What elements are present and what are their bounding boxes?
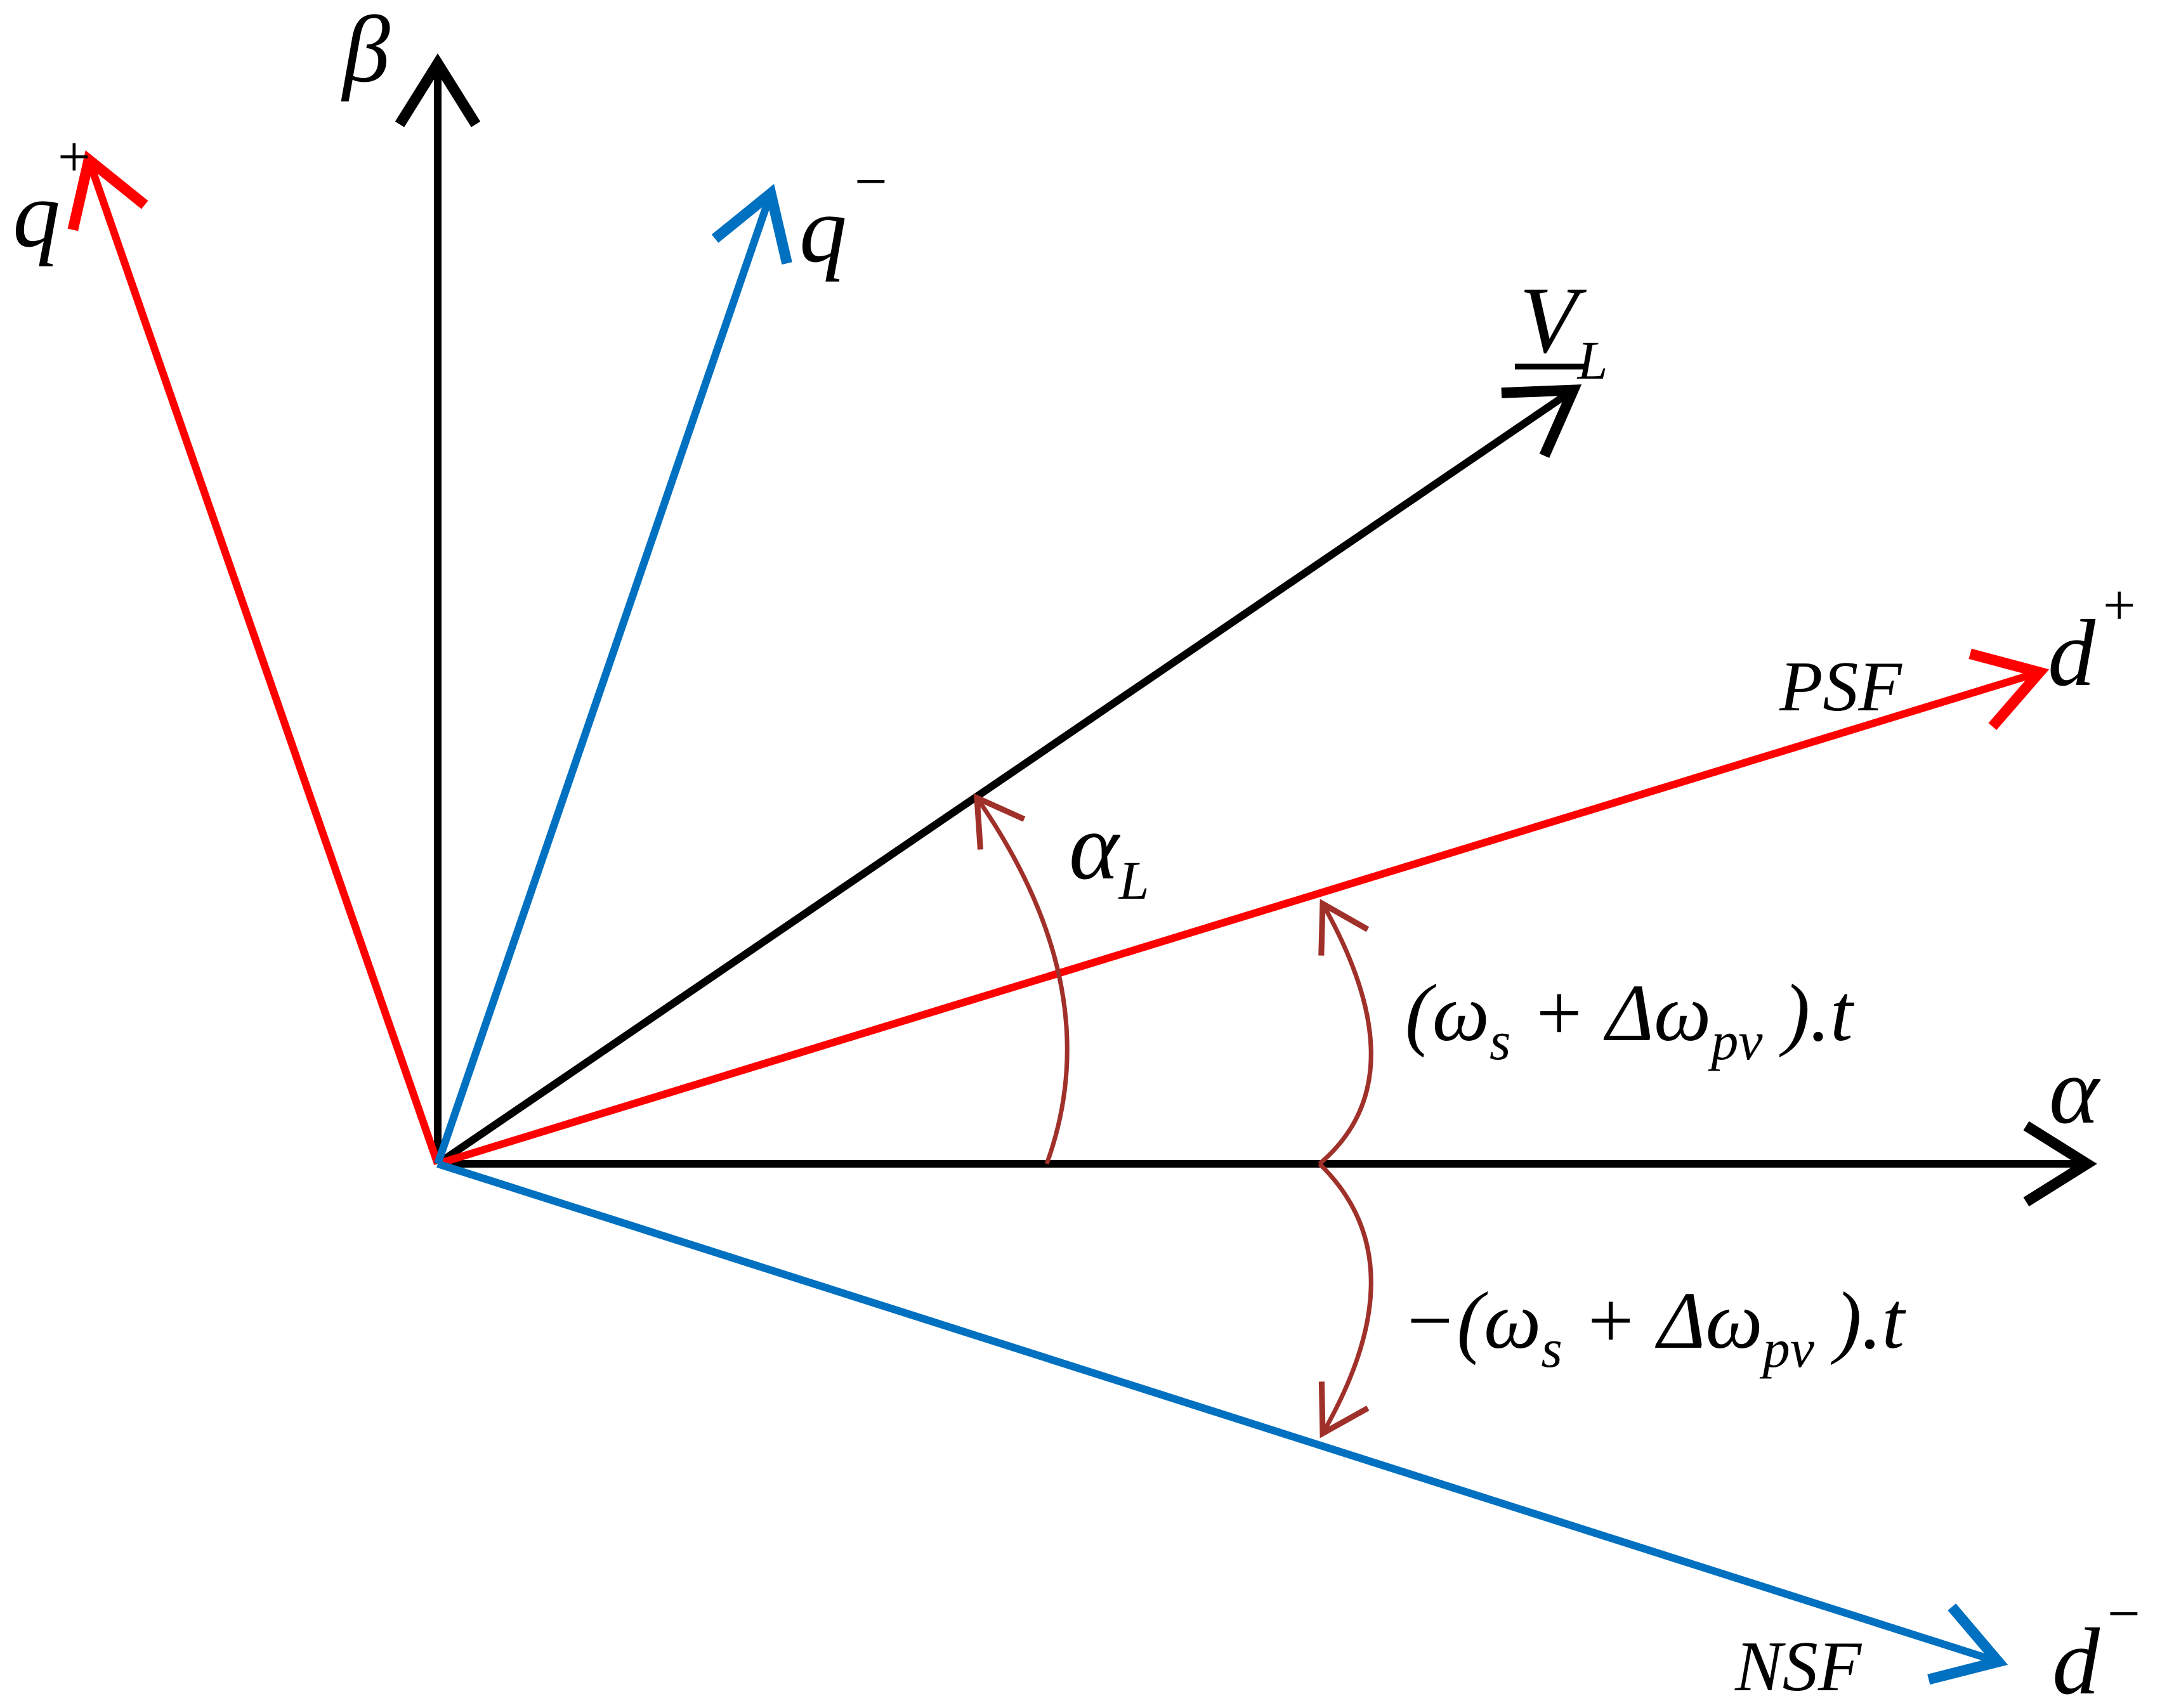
positive-angle-label: (ωs + Δωpv ).t <box>1405 968 1855 1071</box>
d-plus-label: d+ <box>2048 573 2138 706</box>
voltage-label: VL <box>1519 268 1608 391</box>
alpha-label: α <box>2049 1038 2101 1144</box>
d-plus-vector <box>436 648 2050 1168</box>
q-plus-vector <box>67 150 442 1165</box>
alpha-L-arc <box>973 793 1070 1165</box>
voltage-vector <box>435 384 1582 1167</box>
q-plus-label: q+ <box>13 124 93 267</box>
positive-angle-arc <box>1318 899 1373 1166</box>
nsf-label: NSF <box>1734 1627 1863 1706</box>
d-minus-vector <box>436 1160 2008 1685</box>
negative-angle-label: −(ωs + Δωpv ).t <box>1402 1275 1907 1379</box>
alpha-L-label: αL <box>1069 794 1149 911</box>
negative-angle-arc <box>1318 1162 1373 1438</box>
q-minus-label: q− <box>799 149 890 282</box>
q-minus-vector <box>434 184 792 1165</box>
beta-label: β <box>341 0 390 102</box>
d-minus-label: d− <box>2052 1581 2143 1708</box>
psf-label: PSF <box>1779 648 1902 726</box>
